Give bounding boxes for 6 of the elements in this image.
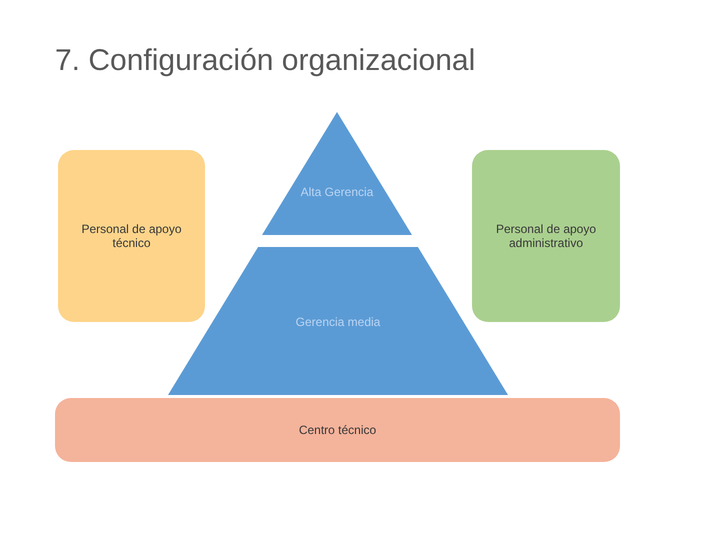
tier-label: Alta Gerencia (300, 185, 374, 199)
rounded-box: Personal de apoyo administrativo (472, 150, 620, 322)
rounded-box: Personal de apoyo técnico (58, 150, 205, 322)
tier-label: Gerencia media (296, 315, 380, 329)
rounded-box: Centro técnico (55, 398, 620, 462)
slide-title: 7. Configuración organizacional (55, 44, 476, 78)
